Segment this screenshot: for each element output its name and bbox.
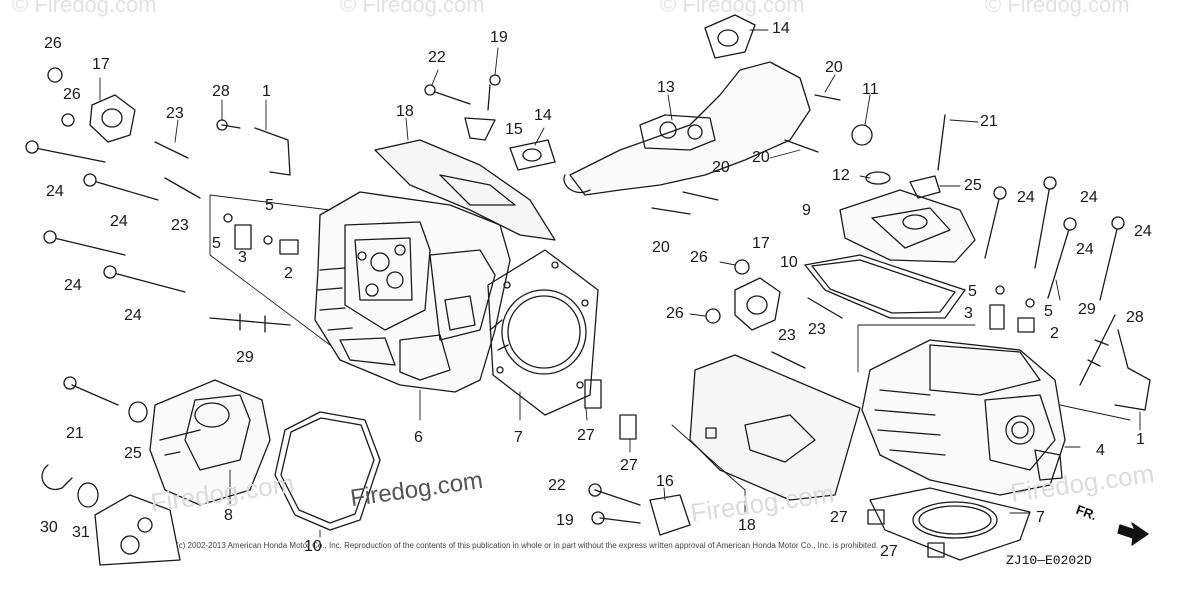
callout-24: 24: [110, 213, 128, 230]
callout-27: 27: [830, 509, 848, 526]
callout-23: 23: [778, 327, 796, 344]
callout-20: 20: [825, 59, 843, 76]
cylinder-head-left: [314, 191, 511, 393]
valve-cover-left: [149, 379, 271, 506]
callout-23: 23: [166, 105, 184, 122]
callout-31: 31: [72, 524, 90, 541]
callout-2: 2: [1050, 325, 1059, 342]
callout-26: 26: [690, 249, 708, 266]
callout-25: 25: [964, 177, 982, 194]
leader-lines: [99, 29, 1141, 538]
callout-26: 26: [44, 35, 62, 52]
callout-20: 20: [652, 239, 670, 256]
small-fittings: [41, 67, 1151, 566]
callout-26: 26: [63, 86, 81, 103]
manifold-gasket-mid: [509, 139, 556, 171]
callout-4: 4: [1096, 442, 1105, 459]
callout-14: 14: [534, 107, 552, 124]
callout-10: 10: [780, 254, 798, 271]
watermark-top-4: © Firedog.com: [985, 0, 1130, 17]
callout-30: 30: [40, 519, 58, 536]
breather-cover-left: [374, 139, 556, 241]
callout-29: 29: [236, 349, 254, 366]
callout-5: 5: [968, 283, 977, 300]
callout-7: 7: [1036, 509, 1045, 526]
studs-23: [154, 141, 843, 369]
callout-19: 19: [556, 512, 574, 529]
callout-7: 7: [514, 429, 523, 446]
callout-5: 5: [1044, 303, 1053, 320]
head-gasket-right: [869, 487, 1031, 561]
cover-seal-left: [274, 411, 381, 531]
insulator-gasket-left: [89, 94, 136, 143]
callout-21: 21: [980, 113, 998, 130]
callout-5: 5: [265, 197, 274, 214]
valve-cover-right: [839, 189, 976, 263]
callout-29: 29: [1078, 301, 1096, 318]
bolts-24: [25, 140, 1125, 301]
callout-28: 28: [1126, 309, 1144, 326]
callout-20: 20: [752, 149, 770, 166]
callout-21: 21: [66, 425, 84, 442]
breather-cover-right: [689, 354, 861, 501]
callout-18: 18: [738, 517, 756, 534]
intake-manifold: [563, 61, 811, 196]
callout-24: 24: [124, 307, 142, 324]
callout-11: 11: [862, 81, 879, 98]
watermark-top-1: © Firedog.com: [12, 0, 157, 17]
callout-27: 27: [620, 457, 638, 474]
callout-17: 17: [752, 235, 770, 252]
callout-5: 5: [212, 235, 221, 252]
callout-3: 3: [964, 305, 973, 322]
cylinder-head-right: [861, 339, 1066, 496]
callout-8: 8: [224, 507, 233, 524]
callout-23: 23: [808, 321, 826, 338]
callout-14: 14: [772, 20, 790, 37]
diagram-part-code: ZJ10—E0202D: [1006, 553, 1092, 568]
callout-24: 24: [46, 183, 64, 200]
callout-18: 18: [396, 103, 414, 120]
callout-20: 20: [712, 159, 730, 176]
callout-17: 17: [92, 56, 110, 73]
head-gasket-left: [487, 249, 599, 416]
watermark-top-3: © Firedog.com: [660, 0, 805, 17]
callout-6: 6: [414, 429, 423, 446]
callout-26: 26: [666, 305, 684, 322]
callout-27: 27: [880, 543, 898, 560]
callout-22: 22: [428, 49, 446, 66]
callout-24: 24: [64, 277, 82, 294]
copyright-notice: (c) 2002-2013 American Honda Motor Co., …: [176, 541, 879, 550]
callout-19: 19: [490, 29, 508, 46]
callout-3: 3: [238, 249, 247, 266]
callout-24: 24: [1017, 189, 1035, 206]
callout-23: 23: [171, 217, 189, 234]
callout-10: 10: [304, 538, 322, 555]
callout-2: 2: [284, 265, 293, 282]
callout-28: 28: [212, 83, 230, 100]
callout-13: 13: [657, 79, 675, 96]
callout-24: 24: [1080, 189, 1098, 206]
cover-seal-right: [804, 254, 966, 319]
callout-25: 25: [124, 445, 142, 462]
watermark-top-2: © Firedog.com: [340, 0, 485, 17]
callout-12: 12: [832, 167, 850, 184]
callout-27: 27: [577, 427, 595, 444]
callout-24: 24: [1076, 241, 1094, 258]
callout-22: 22: [548, 477, 566, 494]
spark-plugs-29: [209, 313, 1116, 386]
manifold-gasket-top: [704, 14, 756, 59]
insulator-gasket-right: [734, 277, 781, 331]
callout-24: 24: [1134, 223, 1152, 240]
callout-1: 1: [262, 83, 271, 100]
front-direction-arrow-icon: [1117, 522, 1149, 546]
callout-9: 9: [802, 202, 811, 219]
callout-1: 1: [1136, 431, 1145, 448]
callout-16: 16: [656, 473, 674, 490]
callout-15: 15: [505, 121, 523, 138]
